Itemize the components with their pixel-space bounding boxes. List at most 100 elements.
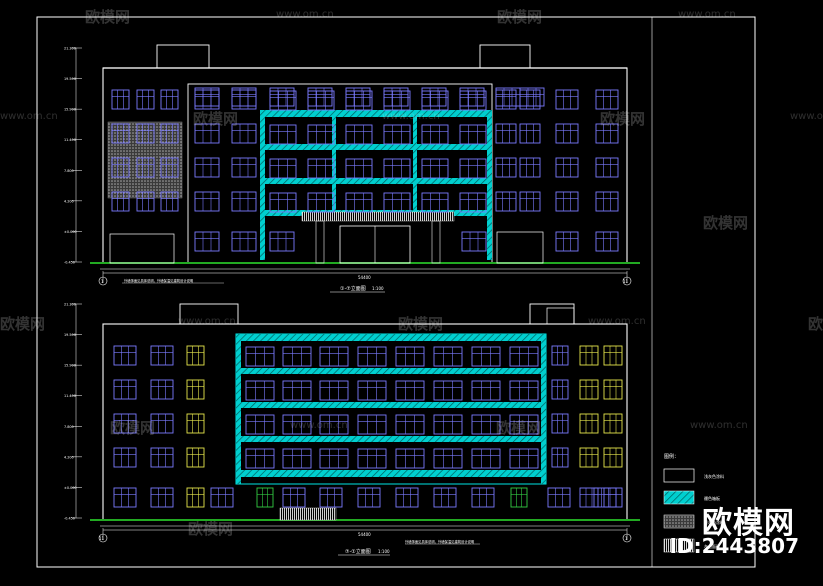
window bbox=[519, 191, 541, 212]
window-yellow bbox=[579, 447, 599, 468]
level-mark: -0.450 bbox=[64, 261, 75, 265]
window bbox=[547, 487, 571, 508]
top-axis-right: 11 bbox=[623, 279, 629, 284]
window bbox=[231, 191, 257, 212]
curtain-window bbox=[319, 346, 349, 367]
curtain-window bbox=[459, 192, 487, 213]
window bbox=[160, 191, 179, 212]
level-mark: 15.900 bbox=[64, 364, 76, 368]
curtain-window bbox=[357, 414, 387, 435]
level-mark: 4.200 bbox=[64, 455, 74, 459]
bottom-elevation: 21.30019.50015.90011.4007.8004.200±0.000… bbox=[64, 303, 640, 556]
curtain-window bbox=[509, 414, 539, 435]
curtain-window bbox=[421, 124, 449, 145]
window-yellow bbox=[579, 379, 599, 400]
window bbox=[595, 191, 619, 212]
window bbox=[282, 487, 306, 508]
window bbox=[136, 157, 155, 178]
window bbox=[551, 413, 569, 434]
level-mark: 7.800 bbox=[64, 169, 74, 173]
window bbox=[383, 87, 409, 107]
curtain-window bbox=[282, 346, 312, 367]
window bbox=[471, 487, 495, 508]
window bbox=[495, 157, 517, 178]
window bbox=[395, 487, 419, 508]
window bbox=[231, 157, 257, 178]
level-mark: ±0.000 bbox=[64, 486, 77, 490]
top-view-scale: 1:100 bbox=[372, 286, 384, 291]
curtain-window bbox=[509, 448, 539, 469]
window bbox=[345, 87, 371, 107]
curtain-window bbox=[282, 380, 312, 401]
bottom-view-width: 54400 bbox=[358, 532, 371, 537]
curtain-window bbox=[345, 124, 373, 145]
window bbox=[459, 87, 485, 107]
window bbox=[495, 191, 517, 212]
window bbox=[555, 157, 579, 178]
window bbox=[551, 345, 569, 366]
window bbox=[113, 487, 137, 508]
window bbox=[519, 123, 541, 144]
curtain-window bbox=[269, 90, 297, 111]
drawing-id-label: ID:2443807 bbox=[669, 534, 799, 558]
window bbox=[231, 123, 257, 144]
curtain-window bbox=[509, 380, 539, 401]
window bbox=[194, 87, 220, 107]
curtain-window bbox=[245, 380, 275, 401]
curtain-window bbox=[307, 124, 335, 145]
curtain-window bbox=[282, 448, 312, 469]
legend-item-0: 浅灰色涂料 bbox=[704, 473, 724, 479]
window bbox=[519, 87, 545, 107]
brand-logo: 欧模网 bbox=[702, 506, 795, 541]
curtain-window bbox=[307, 158, 335, 179]
window-yellow bbox=[603, 345, 623, 366]
window bbox=[113, 345, 137, 366]
level-mark: 4.200 bbox=[64, 199, 74, 203]
bottom-view-title: ⑦-①立面图 bbox=[345, 548, 371, 555]
window bbox=[194, 157, 220, 178]
legend-item-2: 深灰色涂料 bbox=[704, 519, 724, 525]
bottom-view-note: 外墙饰面见具体说明，外墙保温见建筑设计说明 bbox=[405, 539, 475, 544]
window bbox=[136, 123, 155, 144]
window bbox=[111, 123, 130, 144]
curtain-window bbox=[471, 414, 501, 435]
curtain-window bbox=[319, 414, 349, 435]
bottom-axis-right: 1 bbox=[625, 536, 628, 541]
curtain-window bbox=[421, 192, 449, 213]
level-mark: 21.300 bbox=[64, 303, 76, 307]
legend-item-1: 绷色箱板 bbox=[704, 495, 720, 501]
window bbox=[461, 231, 487, 252]
window bbox=[555, 123, 579, 144]
window bbox=[194, 123, 220, 144]
window-yellow bbox=[603, 379, 623, 400]
window bbox=[194, 191, 220, 212]
window bbox=[111, 89, 130, 110]
window bbox=[160, 123, 179, 144]
top-view-width: 54400 bbox=[358, 275, 371, 280]
curtain-window bbox=[245, 346, 275, 367]
window bbox=[150, 345, 174, 366]
window bbox=[150, 379, 174, 400]
window bbox=[160, 157, 179, 178]
curtain-window bbox=[395, 346, 425, 367]
window bbox=[150, 413, 174, 434]
window bbox=[136, 191, 155, 212]
curtain-window bbox=[357, 346, 387, 367]
curtain-window bbox=[319, 448, 349, 469]
curtain-window bbox=[459, 90, 487, 111]
level-mark: ±0.000 bbox=[64, 230, 77, 234]
window-yellow bbox=[603, 487, 623, 508]
window-yellow bbox=[186, 345, 205, 366]
window bbox=[593, 487, 617, 508]
curtain-window bbox=[421, 90, 449, 111]
window bbox=[319, 487, 343, 508]
window bbox=[269, 231, 295, 252]
curtain-window bbox=[345, 192, 373, 213]
curtain-window bbox=[433, 346, 463, 367]
top-view-title: ①-⑦立面图 bbox=[340, 285, 366, 292]
window bbox=[113, 379, 137, 400]
window-yellow bbox=[579, 413, 599, 434]
level-mark: 11.400 bbox=[64, 394, 76, 398]
